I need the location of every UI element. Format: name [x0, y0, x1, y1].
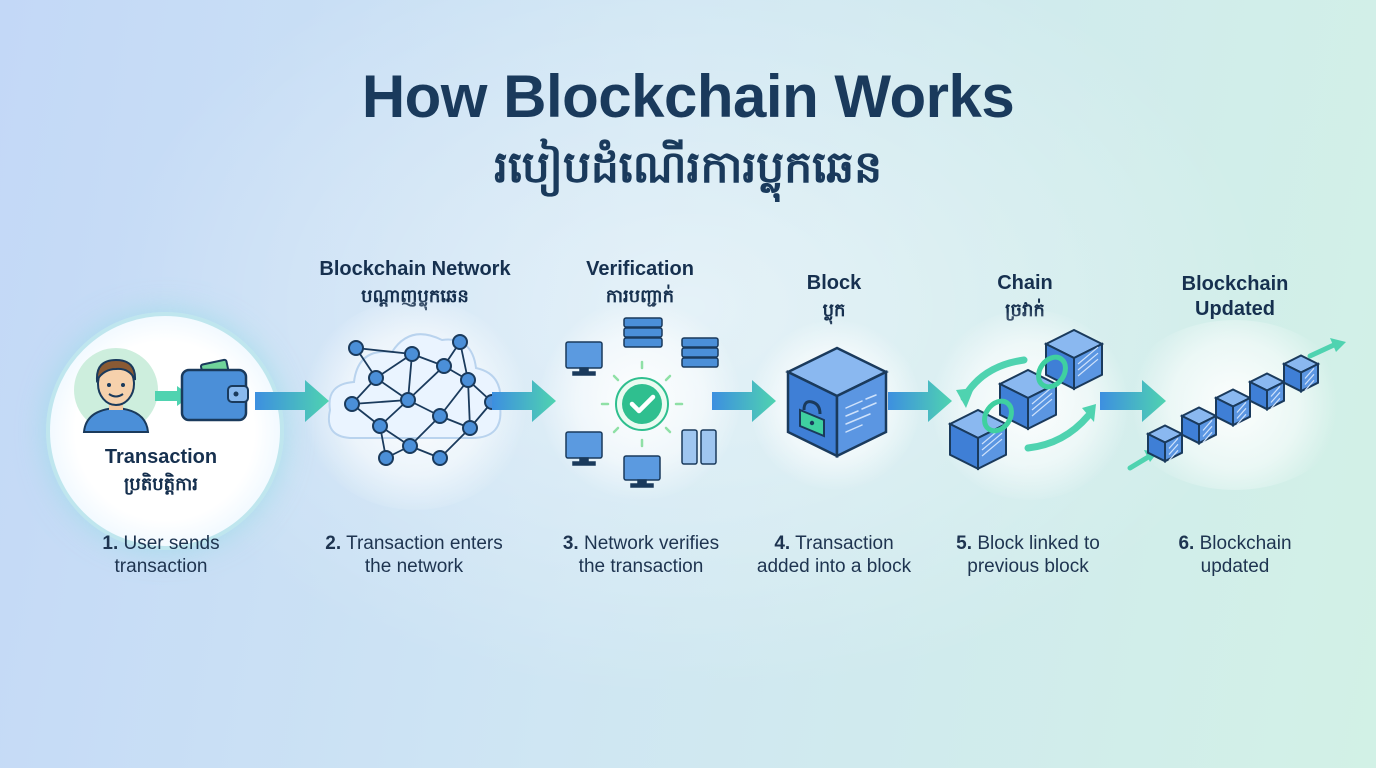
monitor-icon	[565, 431, 603, 466]
chain-cube-bottom	[947, 408, 1009, 471]
flow-arrow-4	[888, 380, 952, 422]
chain-block-3	[1213, 388, 1253, 427]
blockchain-row-icon	[1127, 338, 1346, 471]
block-cube-icon	[785, 346, 889, 459]
chain-block-2	[1179, 406, 1219, 445]
wallet-icon	[155, 358, 249, 422]
server-icon	[623, 317, 663, 348]
page-title-khmer: របៀបដំណើរការប្លុកឆេន	[493, 142, 882, 193]
verification-icon	[565, 317, 719, 488]
network-cloud-icon	[328, 333, 502, 466]
lock-icon	[799, 400, 825, 438]
network-nodes	[344, 334, 500, 466]
chain-block-5	[1281, 354, 1321, 393]
step-6-label: Blockchain Updated	[1181, 273, 1289, 320]
monitor-icon	[565, 341, 603, 376]
flow-arrow-5	[1100, 380, 1166, 422]
page-title: How Blockchain Works	[361, 63, 1015, 130]
chain-cube-top	[1043, 328, 1105, 391]
user-avatar-icon	[74, 348, 158, 433]
server-icon	[681, 337, 719, 368]
flow-arrow-3	[712, 380, 776, 422]
monitor-icon	[623, 455, 661, 488]
chain-link-icon	[947, 328, 1105, 471]
flow-arrow-1	[255, 380, 329, 422]
server-tower-icon	[681, 429, 717, 465]
step-4-label: Block ប្លុក	[806, 272, 862, 321]
step-1-label: Transaction ប្រតិបត្តិការ	[104, 446, 218, 495]
chain-block-4	[1247, 372, 1287, 411]
chain-cube-middle	[997, 368, 1059, 431]
chain-block-1	[1145, 424, 1185, 463]
flow-arrow-2	[492, 380, 556, 422]
